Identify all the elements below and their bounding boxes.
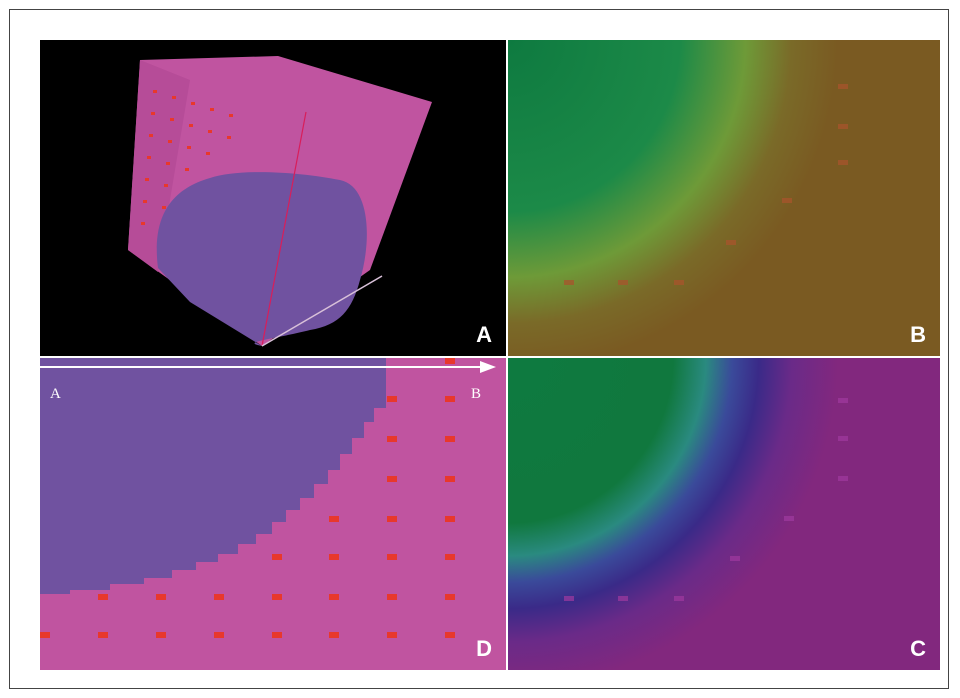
panel-label-b: B bbox=[910, 322, 926, 347]
panel-label-d: D bbox=[476, 636, 492, 661]
panel-label-a: A bbox=[476, 322, 492, 347]
panel-c: C bbox=[508, 358, 940, 670]
particle-markers bbox=[40, 358, 455, 638]
inclusion-region bbox=[40, 358, 386, 594]
particle-markers bbox=[564, 84, 848, 285]
arrow-end-label: B bbox=[471, 386, 482, 402]
particle-markers bbox=[564, 398, 848, 601]
cube-edge-bottom bbox=[261, 275, 383, 347]
cross-section-map bbox=[40, 358, 506, 670]
arrow-a-to-b bbox=[40, 361, 496, 373]
field-map-c bbox=[508, 358, 940, 670]
panel-b: B bbox=[508, 40, 940, 356]
field-map-b bbox=[508, 40, 940, 356]
cube-face-left bbox=[128, 60, 190, 272]
cube-diagonal-line bbox=[261, 111, 307, 347]
arrow-start-label: A bbox=[50, 386, 61, 402]
panel-a: A bbox=[40, 40, 506, 356]
panel-label-c: C bbox=[910, 636, 926, 661]
particle-markers bbox=[141, 90, 233, 225]
inclusion-sphere bbox=[156, 172, 367, 346]
panel-d: A B D bbox=[40, 358, 506, 670]
cube-render bbox=[128, 56, 432, 347]
